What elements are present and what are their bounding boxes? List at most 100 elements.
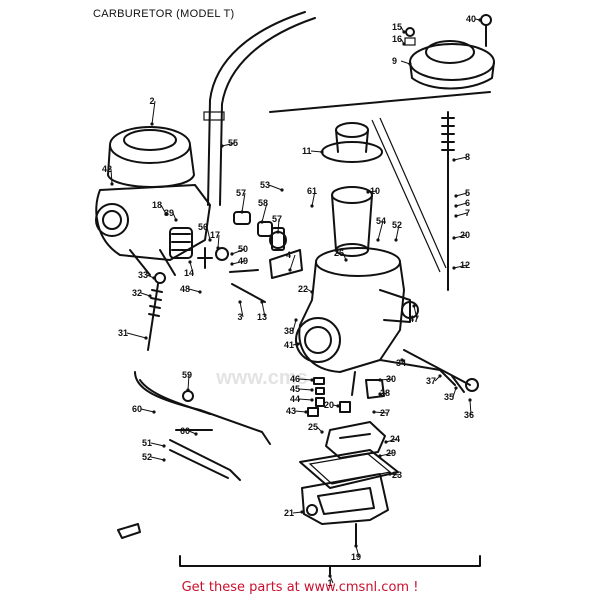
callout-c19: 19	[351, 544, 361, 562]
callout-number: 21	[284, 508, 294, 518]
callout-c57: 57	[236, 188, 246, 214]
callout-c3: 3	[237, 300, 244, 322]
callout-dot	[378, 454, 382, 458]
callout-dot	[276, 230, 280, 234]
callout-leader	[231, 248, 246, 255]
callout-number: 11	[302, 146, 312, 156]
callout-number: 54	[376, 216, 386, 226]
callout-dot	[240, 210, 244, 214]
callout-c20: 20	[452, 230, 470, 240]
callout-number: 59	[182, 370, 192, 380]
callout-dot	[454, 204, 458, 208]
callout-c5: 5	[454, 188, 470, 198]
callout-c31: 31	[118, 328, 148, 340]
callout-number: 48	[180, 284, 190, 294]
callout-c36: 36	[464, 398, 474, 420]
callout-number: 40	[466, 14, 476, 24]
callout-leader	[217, 234, 220, 249]
callout-c16: 16	[392, 34, 406, 46]
callout-c13: 13	[257, 300, 267, 322]
callout-number: 3	[237, 312, 242, 322]
callout-leader	[292, 319, 297, 332]
callout-dot	[110, 182, 114, 186]
callout-dot	[452, 158, 456, 162]
callout-leader	[453, 234, 468, 239]
callout-c34: 34	[396, 358, 406, 368]
watermark-text: www.cms	[215, 367, 308, 389]
callout-c11: 11	[302, 146, 324, 156]
callout-c37: 37	[426, 374, 442, 386]
callout-c45: 45	[290, 384, 314, 394]
callout-dot	[230, 262, 234, 266]
callout-dot	[230, 252, 234, 256]
callout-dot	[384, 440, 388, 444]
bracket-51	[169, 429, 241, 481]
callout-number: 23	[392, 470, 402, 480]
callout-number: 25	[308, 422, 318, 432]
callout-c26: 26	[334, 248, 348, 262]
callout-c58: 58	[258, 198, 268, 224]
callout-dot	[162, 458, 166, 462]
callout-dot	[152, 276, 156, 280]
callout-leader	[221, 142, 236, 147]
callout-number: 58	[258, 198, 268, 208]
callout-c56: 56	[198, 222, 212, 242]
footer-link[interactable]: Get these parts at www.cmsnl.com !	[181, 580, 419, 595]
callout-c15: 15	[392, 22, 406, 34]
callout-number: 27	[380, 408, 390, 418]
callout-c54: 54	[376, 216, 386, 242]
callout-c50: 50	[230, 244, 248, 256]
fuel-pipe-37	[379, 349, 479, 393]
callout-c24: 24	[384, 434, 400, 444]
callout-number: 8	[465, 152, 470, 162]
callout-c1: 1	[327, 574, 334, 588]
callout-c14: 14	[184, 260, 194, 278]
callout-dot	[300, 510, 304, 514]
callout-c42: 42	[102, 164, 114, 186]
callout-c49: 49	[230, 256, 248, 266]
callout-number: 9	[392, 56, 397, 66]
callout-c52b: 52	[142, 452, 166, 462]
callout-c7: 7	[454, 208, 470, 218]
callout-dot	[310, 398, 314, 402]
callout-dot	[402, 42, 406, 46]
callout-number: 31	[118, 328, 128, 338]
callout-number: 6	[465, 198, 470, 208]
callout-dot	[454, 386, 458, 390]
callout-dot	[438, 374, 442, 378]
callout-leader	[298, 378, 313, 381]
callout-c12: 12	[452, 260, 470, 270]
callout-dot	[478, 18, 482, 22]
callout-dot	[310, 378, 314, 382]
callout-dot	[288, 268, 292, 272]
callout-leader	[455, 192, 468, 197]
diaphragm-11	[321, 122, 383, 257]
callout-number: 56	[198, 222, 208, 232]
top-cap-9	[404, 14, 495, 90]
callout-number: 50	[238, 244, 248, 254]
cable-8	[269, 91, 491, 291]
callout-number: 34	[396, 358, 406, 368]
callout-c10: 10	[366, 186, 380, 196]
callout-number: 43	[286, 406, 296, 416]
callout-leader	[151, 100, 156, 125]
callout-dot	[372, 410, 376, 414]
callout-leader	[241, 192, 246, 213]
callout-c61: 61	[307, 186, 317, 208]
callout-c2: 2	[149, 96, 156, 126]
callout-number: 20	[460, 230, 470, 240]
callout-leader	[298, 388, 313, 391]
callout-c9: 9	[392, 56, 412, 66]
callout-dot	[194, 432, 198, 436]
callout-number: 20	[324, 400, 334, 410]
callout-dot	[452, 236, 456, 240]
callout-c44: 44	[290, 394, 314, 404]
callout-dot	[378, 392, 382, 396]
callout-dot	[388, 472, 392, 476]
callout-dot	[188, 260, 192, 264]
jets-stack	[307, 377, 385, 417]
hose-55	[203, 11, 316, 206]
callout-leader	[239, 301, 244, 318]
